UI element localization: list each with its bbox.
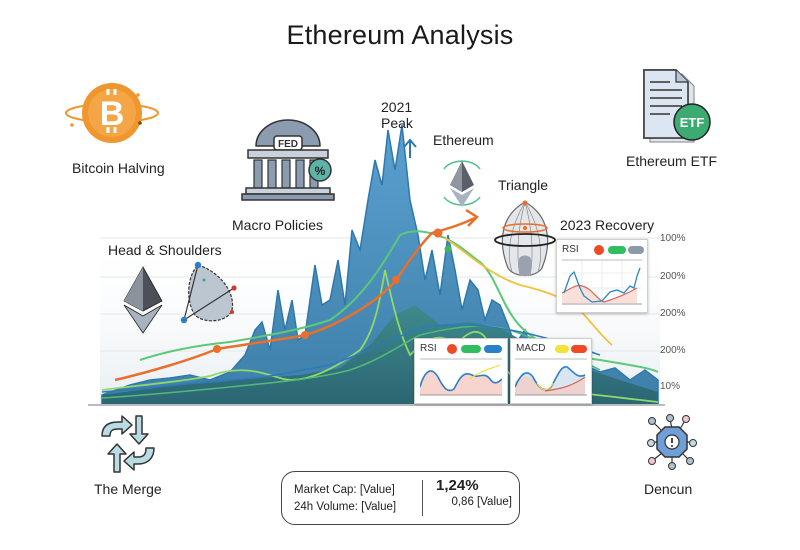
peak-text: Peak <box>381 115 413 131</box>
triangle-pattern-icon <box>494 200 556 277</box>
dencun-network-icon <box>647 414 697 470</box>
secondary-value: 0,86 [Value] <box>451 496 512 508</box>
legend-pill-green <box>608 246 626 254</box>
market-cap-label: Market Cap: [Value] <box>294 484 395 496</box>
macd-title: MACD <box>516 343 546 354</box>
orange-markers <box>213 228 443 353</box>
fed-building-icon: FED % <box>241 119 335 201</box>
page-title: Ethereum Analysis <box>286 20 514 50</box>
rsi-inset-top: RSI <box>556 239 648 313</box>
ethereum-etf-label: Ethereum ETF <box>626 153 718 169</box>
green-line-3 <box>101 325 601 399</box>
market-stats-box: Market Cap: [Value] 24h Volume: [Value] … <box>281 471 520 525</box>
legend-pill-green <box>461 345 481 353</box>
stats-labels: Market Cap: [Value] 24h Volume: [Value] <box>294 482 396 516</box>
change-percent: 1,24% <box>436 477 479 494</box>
svg-text:%: % <box>315 164 326 178</box>
y-tick-label: 200% <box>660 308 686 319</box>
blue-line <box>101 323 601 393</box>
svg-text:ETF: ETF <box>680 115 705 130</box>
the-merge-label: The Merge <box>94 481 162 497</box>
legend-pill-gray <box>628 246 644 254</box>
macd-mini-chart <box>515 358 587 396</box>
legend-pill-red <box>571 345 587 353</box>
y-tick-label: 200% <box>660 345 686 356</box>
head-shoulders-pattern-icon <box>180 261 237 324</box>
bitcoin-icon: B <box>65 83 159 143</box>
volume-label: 24h Volume: [Value] <box>294 501 397 513</box>
ethereum-logo-icon <box>123 266 163 334</box>
peak-annotation: 2021 Peak <box>381 99 413 131</box>
macro-policies-label: Macro Policies <box>232 217 324 233</box>
etf-document-icon: ETF <box>643 69 711 143</box>
stats-divider <box>422 480 423 516</box>
merge-cycle-icon <box>101 415 155 473</box>
rsi-mini-chart <box>562 259 642 305</box>
recovery-annotation: 2023 Recovery <box>560 217 655 233</box>
rsi-title: RSI <box>420 343 437 354</box>
orange-arrow-head <box>465 208 479 227</box>
y-tick-label: 10% <box>660 381 681 392</box>
bitcoin-halving-label: Bitcoin Halving <box>72 160 165 176</box>
ethereum-annotation: Ethereum <box>433 132 494 148</box>
legend-pill-blue <box>484 345 502 353</box>
yellow-line <box>444 237 613 346</box>
macd-inset: MACD <box>510 338 592 404</box>
rsi-inset-bottom: RSI <box>414 338 508 404</box>
legend-pill-red <box>447 344 457 354</box>
peak-arrow <box>403 138 417 158</box>
ethereum-logo-icon <box>443 160 481 207</box>
orange-trend-line <box>114 216 476 382</box>
stats-values: 1,24% 0,86 [Value] <box>432 477 512 508</box>
head-shoulders-annotation: Head & Shoulders <box>108 242 222 258</box>
svg-text:FED: FED <box>278 139 298 150</box>
peak-year: 2021 <box>381 99 413 115</box>
rsi-mini-chart <box>420 358 502 396</box>
rsi-title: RSI <box>562 244 579 255</box>
legend-pill-yellow <box>555 345 569 353</box>
svg-text:B: B <box>100 95 125 133</box>
triangle-annotation: Triangle <box>498 177 549 193</box>
green-marker <box>444 245 452 253</box>
dencun-label: Dencun <box>644 481 693 497</box>
y-tick-label: 100% <box>660 233 686 244</box>
legend-pill-red <box>594 245 604 255</box>
y-tick-label: 200% <box>660 271 686 282</box>
